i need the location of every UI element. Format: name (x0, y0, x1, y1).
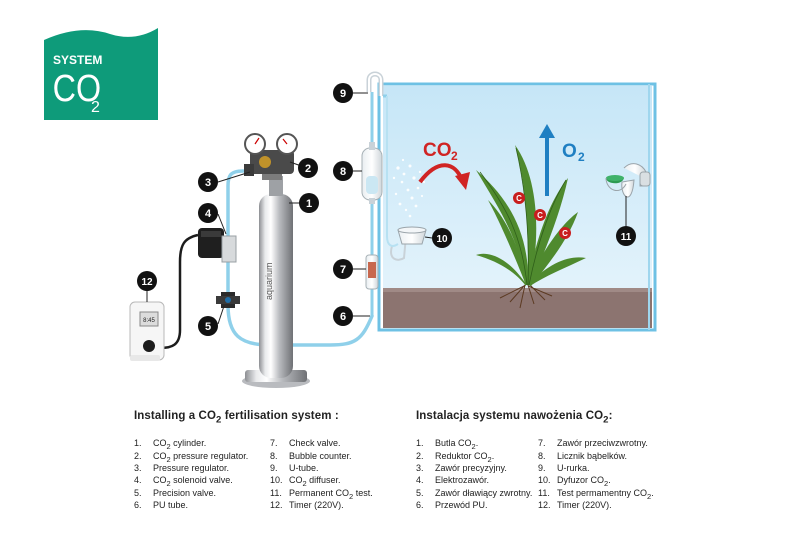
legend-item: 3.Zawór precyzyjny. (416, 463, 507, 474)
svg-text:10: 10 (436, 234, 448, 245)
aquarium (377, 82, 657, 332)
plant-roots (499, 284, 553, 309)
co2-diffuser (390, 226, 427, 261)
legend-item: 6.PU tube. (134, 500, 189, 511)
legend-english: Installing a CO2 fertilisation system : … (134, 410, 394, 512)
marker-11: 11 (616, 226, 636, 246)
svg-text:3: 3 (205, 177, 211, 189)
legend-english-column-2: 7.Check valve. 8.Bubble counter. 9.U-tub… (270, 437, 373, 511)
svg-text:C: C (516, 194, 522, 203)
marker-8: 8 (333, 161, 353, 181)
legend-item: 11.Permanent CO2 test. (270, 487, 373, 501)
legend-item: 2.Reduktor CO2. (416, 450, 495, 464)
svg-text:C: C (537, 211, 543, 220)
o2-release-arrow (539, 124, 555, 196)
svg-text:C: C (562, 229, 568, 238)
marker-9: 9 (333, 83, 353, 103)
pressure-regulator (244, 133, 298, 180)
svg-text:5: 5 (205, 321, 211, 333)
aquarium-water (383, 86, 652, 328)
carbon-markers: C C C (513, 192, 571, 239)
marker-4: 4 (198, 203, 218, 223)
o2-label: O (562, 141, 577, 162)
aquarium-substrate (383, 288, 652, 328)
drop-checker (605, 163, 651, 198)
logo-system-text: SYSTEM (53, 53, 102, 67)
legend-item: 1.CO2 cylinder. (134, 438, 207, 452)
co2-label-subscript: 2 (451, 149, 458, 163)
logo-co-text: CO (53, 68, 101, 110)
legend-item: 7.Zawór przeciwzwrotny. (538, 438, 648, 449)
svg-text:12: 12 (141, 277, 153, 288)
legend-item: 4.CO2 solenoid valve. (134, 475, 233, 489)
o2-label-subscript: 2 (578, 150, 585, 164)
bubble-counter (361, 142, 383, 204)
legend-item: 10.Dyfuzor CO2. (538, 475, 611, 489)
timer-display: 8:45 (143, 318, 155, 324)
c-marker (559, 227, 571, 239)
legend-polish-column-2: 7.Zawór przeciwzwrotny. 8.Licznik bąbelk… (538, 437, 654, 511)
co2-label: CO (423, 140, 452, 161)
solenoid-valve (198, 228, 237, 263)
co2-cylinder: aquarium (242, 176, 310, 388)
marker-5: 5 (198, 316, 218, 336)
precision-valve (216, 292, 240, 308)
logo-co-subscript: 2 (91, 99, 100, 116)
logo-background (44, 28, 158, 120)
legend-item: 8.Bubble counter. (270, 450, 352, 461)
co2-bubbles (392, 158, 426, 218)
legend-item: 4.Elektrozawór. (416, 475, 490, 486)
legend-item: 9.U-rurka. (538, 463, 590, 474)
svg-text:8: 8 (340, 166, 346, 178)
legend-item: 3.Pressure regulator. (134, 463, 230, 474)
aquarium-glass-rim (377, 82, 657, 332)
legend-item: 12.Timer (220V). (538, 500, 612, 511)
substrate-highlight (383, 288, 652, 292)
legend-item: 9.U-tube. (270, 463, 319, 474)
check-valve (365, 254, 379, 290)
legend-item: 6.Przewód PU. (416, 500, 488, 511)
svg-text:9: 9 (340, 88, 346, 100)
legend-polish: Instalacja systemu nawożenia CO2: 1.Butl… (416, 410, 676, 512)
c-marker (534, 209, 546, 221)
cylinder-print: aquarium (264, 262, 274, 300)
svg-text:6: 6 (340, 311, 346, 323)
legend-item: 5.Precision valve. (134, 487, 217, 498)
marker-10: 10 (432, 228, 452, 248)
timer: 8:45 (129, 301, 165, 361)
c-marker (513, 192, 525, 204)
marker-12: 12 (137, 271, 157, 291)
legend-item: 7.Check valve. (270, 438, 341, 449)
legend-item: 8.Licznik bąbelków. (538, 450, 628, 461)
svg-text:7: 7 (340, 264, 346, 276)
marker-7: 7 (333, 259, 353, 279)
svg-text:11: 11 (621, 232, 632, 243)
pu-tube-vertical (370, 92, 399, 316)
svg-text:2: 2 (305, 163, 311, 175)
marker-6: 6 (333, 306, 353, 326)
marker-3: 3 (198, 172, 218, 192)
legend-english-column-1: 1.CO2 cylinder. 2.CO2 pressure regulator… (134, 437, 270, 511)
legend-item: 1.Butla CO2. (416, 438, 479, 452)
marker-2: 2 (298, 158, 318, 178)
legend-english-title: Installing a CO2 fertilisation system : (134, 410, 339, 426)
co2-absorption-arrow (418, 163, 470, 190)
legend-item: 5.Zawór dławiący zwrotny. (416, 487, 533, 498)
legend-item: 10.CO2 diffuser. (270, 475, 341, 489)
legend-polish-column-1: 1.Butla CO2. 2.Reduktor CO2. 3.Zawór pre… (416, 437, 538, 511)
legend-item: 2.CO2 pressure regulator. (134, 450, 249, 464)
legend-item: 12.Timer (220V). (270, 500, 344, 511)
co2-system-diagram: SYSTEM CO 2 C (44, 28, 657, 388)
system-co2-logo: SYSTEM CO 2 (44, 28, 158, 120)
u-tube (366, 71, 384, 96)
marker-1: 1 (299, 193, 319, 213)
power-cable (159, 233, 199, 350)
svg-text:1: 1 (306, 198, 312, 210)
legend-item: 11.Test permamentny CO2. (538, 487, 654, 501)
svg-text:4: 4 (205, 208, 212, 220)
legend-polish-title: Instalacja systemu nawożenia CO2: (416, 410, 613, 426)
